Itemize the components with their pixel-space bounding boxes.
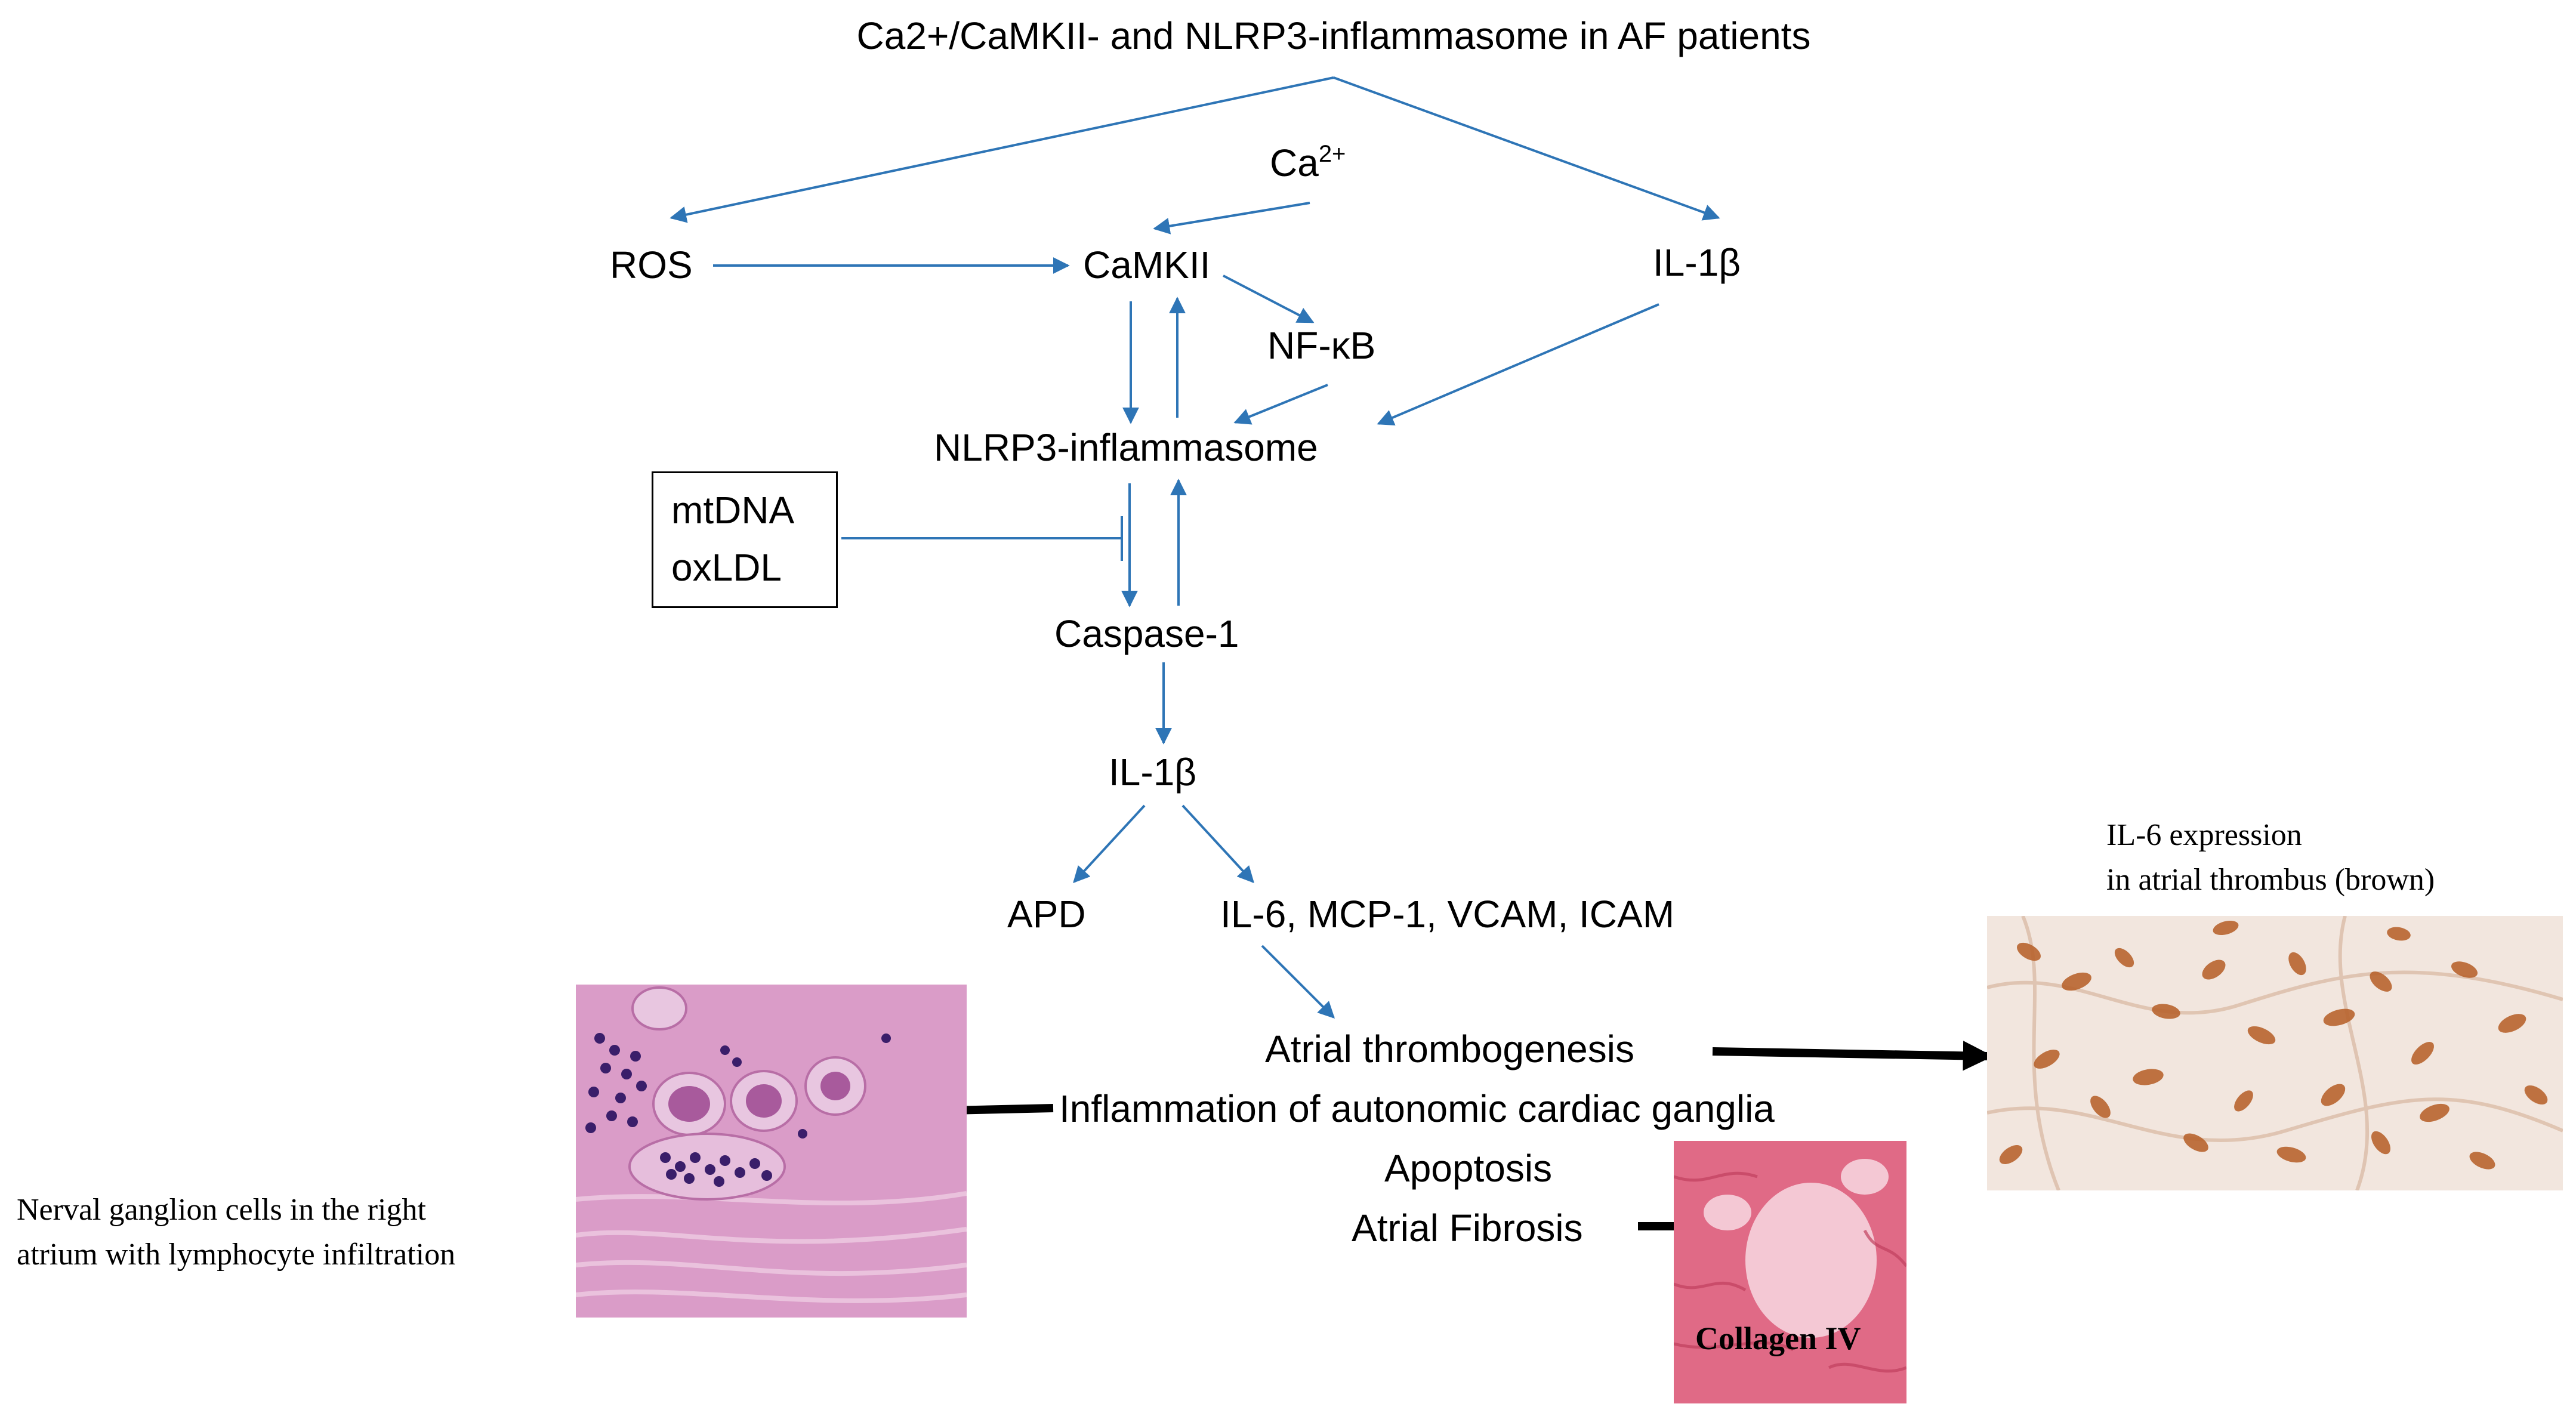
box-label-mtdna: mtDNA [671, 489, 795, 532]
outcome-ganglia-inflammation: Inflammation of autonomic cardiac gangli… [1059, 1087, 1775, 1130]
node-il1b-top: IL-1β [1653, 241, 1741, 284]
outcome-thrombogenesis: Atrial thrombogenesis [1265, 1028, 1634, 1070]
node-il1b-mid: IL-1β [1109, 751, 1197, 794]
ganglion-caption-line2: atrium with lymphocyte infiltration [17, 1238, 456, 1272]
arrow-ca-to-camkii [1153, 202, 1310, 235]
collagen-iv-micrograph: Collagen IV [1674, 1141, 1906, 1403]
arrow-il1b-to-nlrp3 [1377, 303, 1659, 426]
node-apd: APD [1007, 893, 1086, 936]
box-label-oxldl: oxLDL [671, 546, 782, 589]
thick-arrow-to-il6-image [1712, 1041, 1994, 1071]
node-caspase-1: Caspase-1 [1054, 612, 1239, 655]
node-nfkb: NF-κB [1267, 324, 1376, 367]
arrow-title-to-ros [670, 76, 1334, 223]
outcome-atrial-fibrosis: Atrial Fibrosis [1352, 1207, 1583, 1250]
mtdna-oxldl-box: mtDNA oxLDL [652, 471, 838, 608]
arrow-il1b-to-cytokines [1181, 804, 1254, 884]
ganglion-image-caption: Nerval ganglion cells in the right atriu… [17, 1187, 455, 1278]
outcome-apoptosis: Apoptosis [1384, 1147, 1553, 1190]
ganglion-caption-line1: Nerval ganglion cells in the right [17, 1193, 426, 1227]
arrow-il1b-to-apd [1073, 804, 1146, 884]
collagen-iv-label: Collagen IV [1695, 1321, 1861, 1356]
node-nlrp3-inflammasome: NLRP3-inflammasome [934, 426, 1318, 469]
arrow-nfkb-to-nlrp3 [1233, 384, 1328, 425]
arrow-camkii-to-nfkb [1223, 274, 1315, 323]
node-camkii: CaMKII [1083, 243, 1211, 286]
node-ca-text: Ca [1270, 141, 1319, 184]
node-ca-superscript: 2+ [1318, 141, 1346, 167]
il6-caption-line1: IL-6 expression [2106, 818, 2302, 852]
diagram-title: Ca2+/CaMKII- and NLRP3-inflammasome in A… [856, 14, 1811, 57]
il6-image-caption: IL-6 expression in atrial thrombus (brow… [2106, 813, 2435, 903]
ganglion-he-micrograph [576, 985, 967, 1318]
arrow-cytokines-to-thrombo [1261, 945, 1335, 1019]
node-ros: ROS [610, 243, 693, 286]
arrow-title-to-il1b [1333, 76, 1720, 221]
node-ca2: Ca2+ [1270, 142, 1346, 182]
il6-caption-line2: in atrial thrombus (brown) [2106, 863, 2435, 897]
il6-thrombus-micrograph [1987, 916, 2563, 1190]
node-cytokines: IL-6, MCP-1, VCAM, ICAM [1220, 893, 1674, 936]
